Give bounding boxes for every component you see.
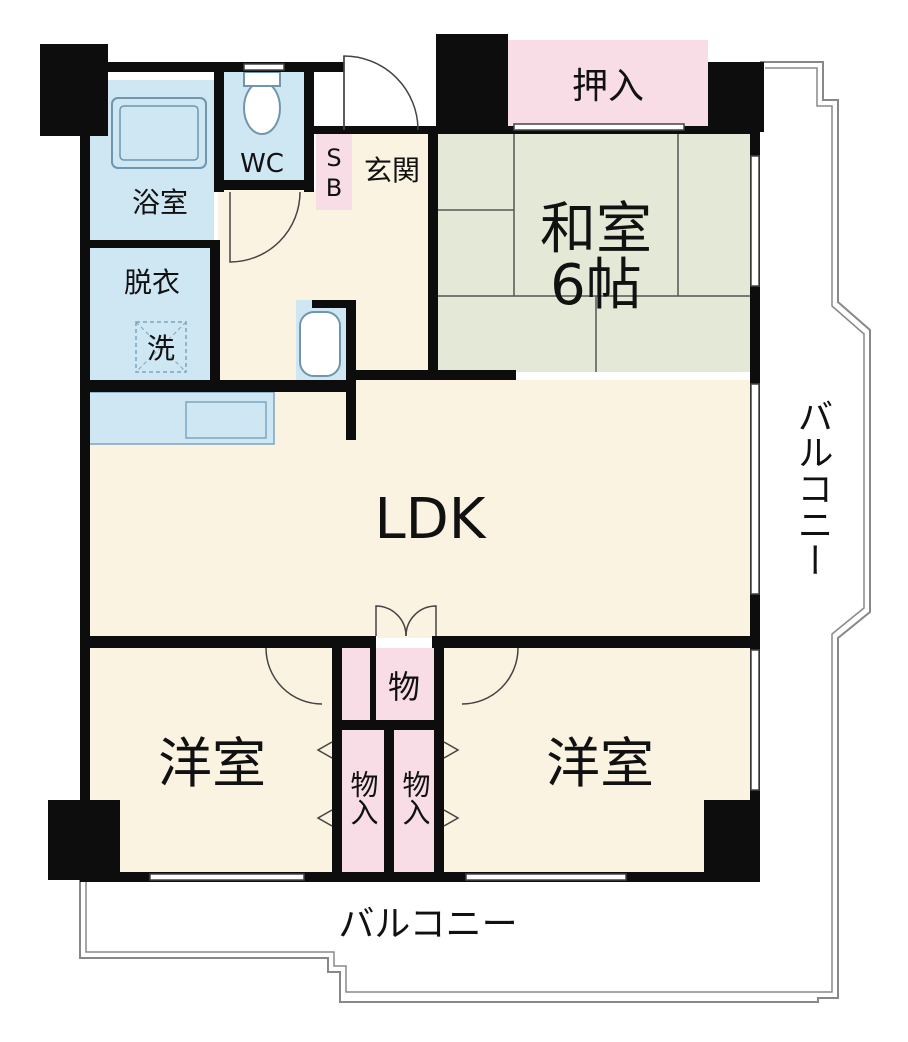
kitchen-sink bbox=[185, 401, 267, 439]
balcony-bottom-label: バルコニー bbox=[338, 904, 517, 945]
closet-top-floor bbox=[508, 40, 708, 128]
windows bbox=[149, 63, 760, 881]
storage-right-floor bbox=[394, 730, 436, 878]
bath-label: 浴室 bbox=[132, 186, 188, 219]
bathtub bbox=[111, 97, 207, 169]
ldk-label: LDK bbox=[374, 487, 486, 552]
western-left-label: 洋室 bbox=[158, 732, 266, 795]
japanese-room-size-label: 6帖 bbox=[550, 253, 642, 318]
closet-top-label: 押入 bbox=[572, 66, 644, 107]
entrance-floor bbox=[352, 134, 432, 190]
sb-floor bbox=[316, 134, 352, 210]
storage-center-label: 物 bbox=[388, 668, 420, 706]
western-left-floor bbox=[88, 648, 334, 878]
dressing-label: 脱衣 bbox=[124, 266, 180, 299]
washer-spot bbox=[135, 321, 187, 373]
storage-left-floor bbox=[342, 730, 384, 878]
balcony-right-label: バルコニー bbox=[792, 398, 833, 578]
wc-label: WC bbox=[240, 149, 284, 179]
storage-left-label: 物入 bbox=[347, 770, 380, 826]
western-right-label: 洋室 bbox=[546, 732, 654, 795]
sb-s-label: S bbox=[326, 144, 341, 172]
doors bbox=[229, 55, 519, 827]
entrance-label: 玄関 bbox=[364, 154, 420, 187]
toilet-tank bbox=[243, 71, 281, 87]
washer-label: 洗 bbox=[147, 332, 175, 365]
storage-center-floor bbox=[374, 648, 434, 720]
storage-strip-left bbox=[340, 648, 370, 720]
dressing-floor bbox=[88, 248, 214, 380]
toilet-bowl bbox=[243, 81, 281, 135]
tatami-grid bbox=[436, 134, 756, 372]
storage-right-label: 物入 bbox=[399, 770, 432, 826]
bathtub-inner bbox=[119, 105, 199, 161]
balcony-outline bbox=[79, 61, 871, 1003]
japanese-room-name-label: 和室 bbox=[540, 197, 652, 262]
washbasin bbox=[299, 311, 341, 377]
sb-b-label: B bbox=[326, 174, 342, 202]
balcony-inner-outline bbox=[85, 67, 865, 993]
